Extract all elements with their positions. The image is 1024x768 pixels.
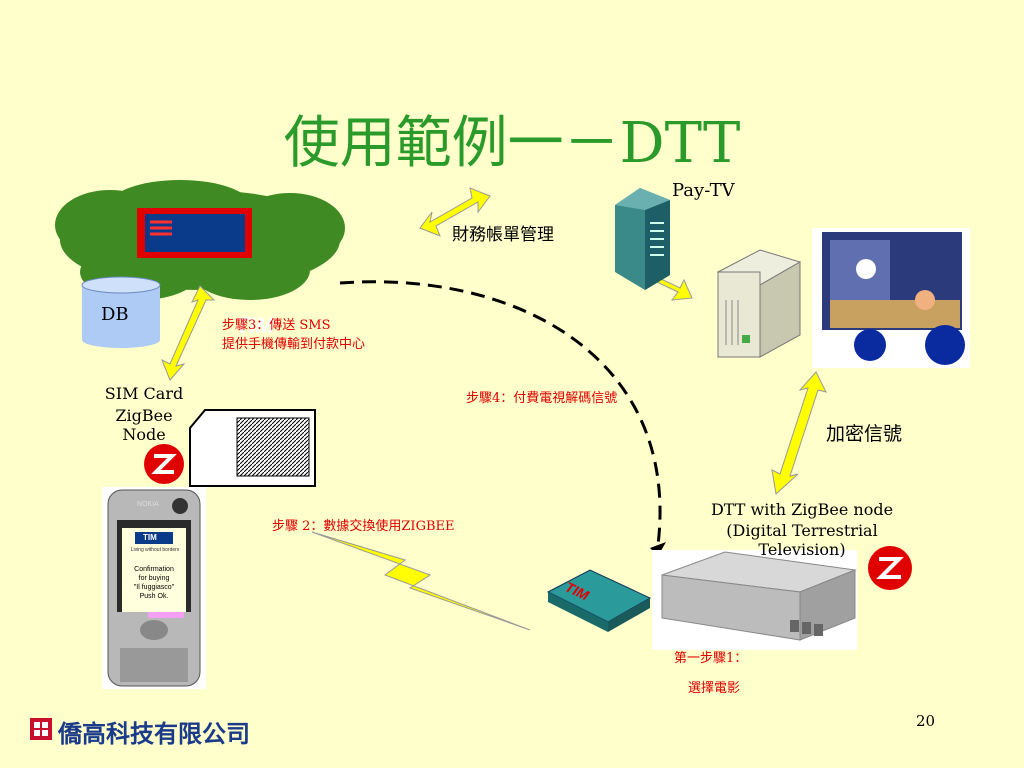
step1-line1: 第一步驟1： — [674, 651, 748, 666]
pay-tv-server-icon — [716, 249, 802, 358]
dashed-signal-curve — [339, 280, 662, 546]
phone-brand: NOKIA — [137, 501, 159, 508]
slide-title: 使用範例一－DTT — [283, 111, 741, 176]
sim-card-icon — [189, 409, 316, 487]
company-logo-icon — [30, 718, 52, 740]
zigbee-logo-sim — [144, 444, 184, 484]
pay-tv-label: Pay-TV — [672, 180, 735, 201]
dtt-label-line2: (Digital Terrestrial Television) — [726, 521, 878, 559]
database-icon — [81, 276, 161, 348]
step1-line2: 選擇電影 — [688, 681, 741, 696]
dtt-box-icon — [652, 550, 857, 650]
phone-screen-line3: "Il fuggiasco" — [133, 584, 175, 591]
dtt-label-line1: DTT with ZigBee node — [710, 500, 894, 519]
control-room-image — [812, 228, 970, 368]
dashed-arrowhead — [650, 542, 666, 556]
phone-screen-tagline: Living without borders — [130, 547, 180, 553]
step4-label: 步驟4：付費電視解碼信號 — [466, 391, 618, 406]
server-icon — [615, 188, 670, 290]
db-label: DB — [101, 304, 129, 325]
company-name: 僑高科技有限公司 — [58, 720, 250, 748]
sim-label-line2: ZigBee Node — [115, 406, 173, 444]
tim-logo-text: TIM — [236, 313, 274, 338]
phone-screen-line2: for buying — [138, 575, 170, 582]
dtt-arrow — [771, 371, 827, 495]
step3-line1: 步驟3：傳送 SMS — [222, 318, 331, 333]
page-number: 20 — [916, 712, 936, 730]
wireless-signal-bolt — [311, 531, 531, 631]
phone-screen-line1: Confirmation — [134, 566, 174, 573]
sim-arrow — [161, 285, 216, 381]
zigbee-logo-dtt — [868, 546, 912, 590]
phone-screen-header: TIM — [143, 533, 157, 542]
billing-arrow — [419, 187, 491, 237]
step3-line2: 提供手機傳輸到付款中心 — [222, 337, 366, 352]
step2-label: 步驟 2：數據交換使用ZIGBEE — [272, 519, 455, 534]
tim-card-icon — [546, 569, 652, 632]
phone-screen-line4: Push Ok. — [139, 593, 169, 600]
tim-logo — [137, 208, 252, 258]
encrypted-signal-label: 加密信號 — [826, 423, 903, 445]
mobile-phone-icon — [102, 487, 206, 689]
billing-label: 財務帳單管理 — [452, 225, 554, 245]
sim-label-line1: SIM Card — [104, 384, 184, 403]
